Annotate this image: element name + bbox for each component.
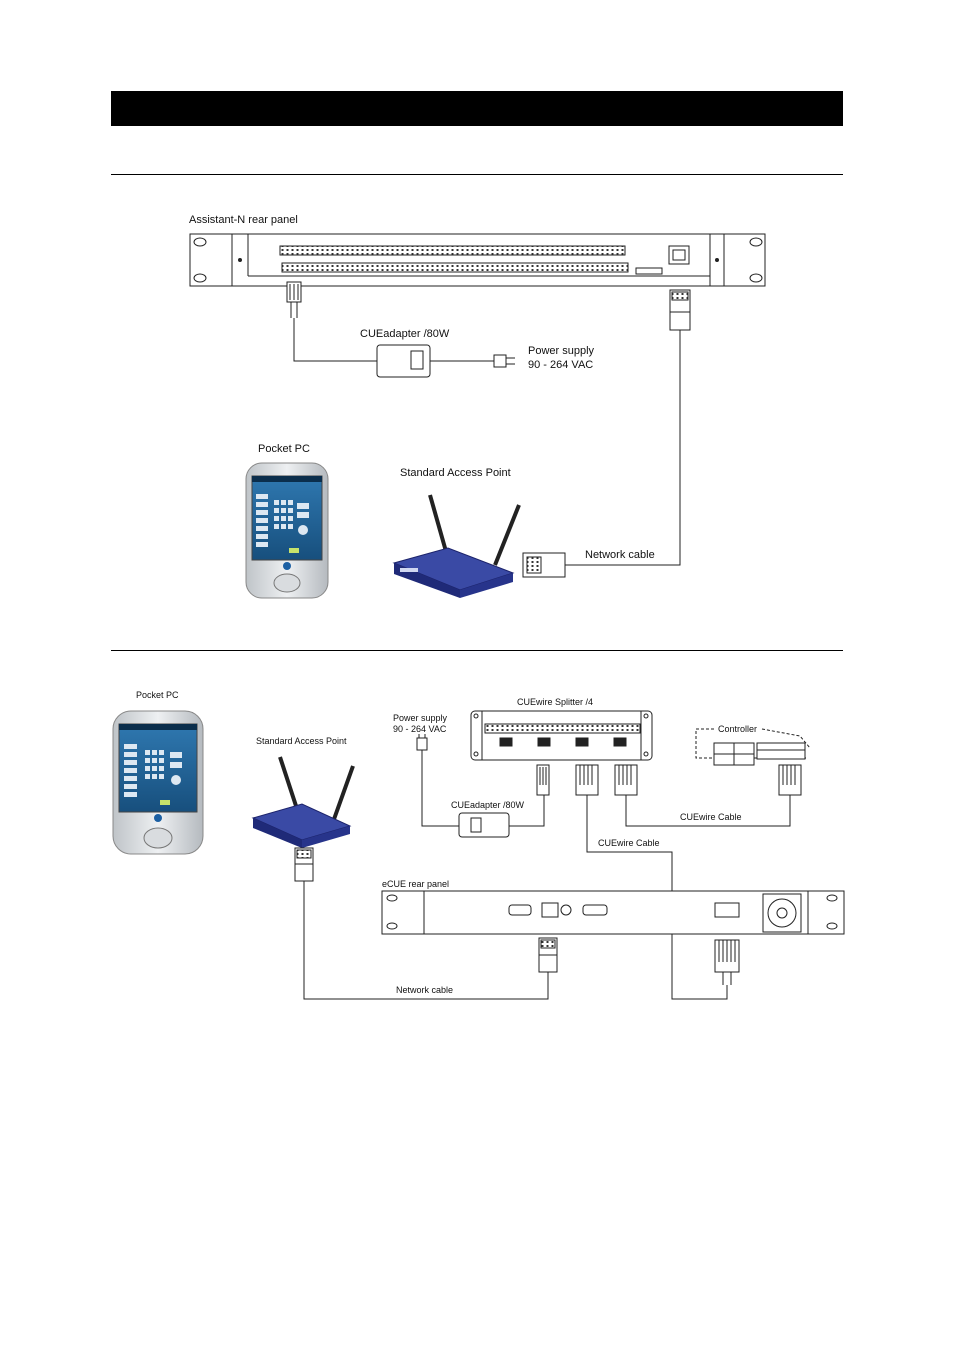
network-cable-label-2: Network cable [396,985,454,995]
pocket-pc-1 [245,462,329,599]
pocket-pc-label-1: Pocket PC [258,443,310,455]
cueadapter-label-1: CUEadapter /80W [360,328,450,340]
cuewire-splitter-4 [470,710,653,761]
network-cable-label-1: Network cable [585,549,655,561]
pocket-pc-2 [112,710,204,855]
ecue-panel-label: eCUE rear panel [382,879,450,889]
cueadapter-80w-1 [376,344,515,378]
section-divider-2 [111,650,843,651]
power-supply-label-2: Power supply [393,713,448,723]
section-header-bar [111,91,843,126]
power-supply-voltage-2: 90 - 264 VAC [393,724,447,734]
network-cable-2 [294,847,558,1000]
splitter-label: CUEwire Splitter /4 [517,697,594,707]
assistant-n-rear-panel [189,233,766,287]
power-supply-label-1: Power supply [528,345,595,357]
access-point-2 [251,756,355,848]
cuewire-cable-label-1: CUEwire Cable [680,812,742,822]
cueadapter-label-2: CUEadapter /80W [451,800,525,810]
cuewire-cable-label-2: CUEwire Cable [598,838,660,848]
power-cable-1 [286,281,377,362]
assistant-panel-label: Assistant-N rear panel [189,214,298,226]
pocket-pc-label-2: Pocket PC [136,690,179,700]
access-point-label-1: Standard Access Point [400,467,511,479]
section-divider-1 [111,174,843,175]
ecue-rear-panel [381,890,845,935]
network-cable-1 [522,289,691,578]
controller [695,728,811,766]
access-point-1 [392,494,521,598]
power-cable-2 [416,734,550,838]
cuewire-connectors [575,764,802,796]
power-supply-voltage-1: 90 - 264 VAC [528,359,594,371]
access-point-label-2: Standard Access Point [256,736,347,746]
ecue-cuewire-connector [714,939,740,985]
controller-label: Controller [718,724,758,734]
